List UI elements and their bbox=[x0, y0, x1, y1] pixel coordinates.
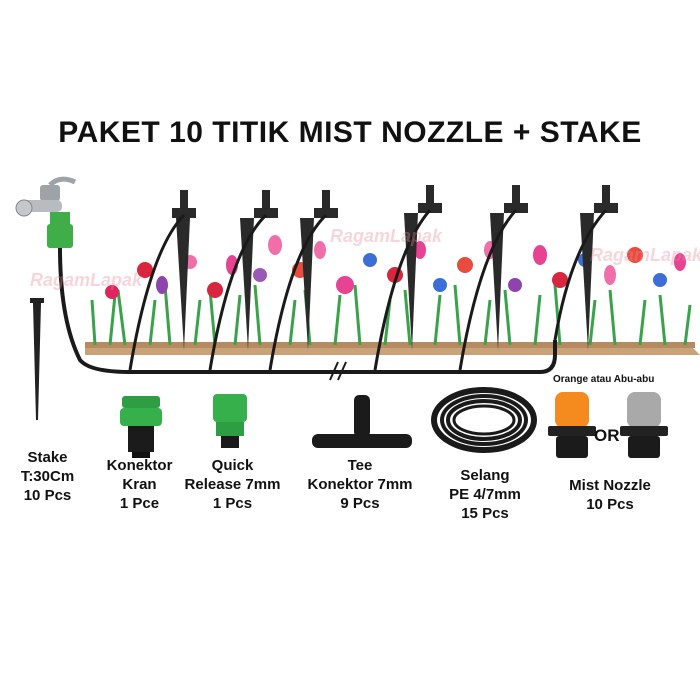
mist-nozzle-gray-icon bbox=[620, 392, 668, 458]
sprinkler-stake bbox=[128, 190, 196, 371]
sprinkler-stake bbox=[373, 185, 442, 371]
quick-release-label: Quick Release 7mm 1 Pcs bbox=[184, 457, 281, 512]
sprinkler-stake bbox=[458, 185, 528, 371]
sprinkler-stakes bbox=[128, 185, 618, 371]
konektor-kran-label: Konektor Kran 1 Pce bbox=[106, 457, 173, 512]
sprinkler-stake bbox=[268, 190, 338, 371]
stake-label: Stake T:30Cm 10 Pcs bbox=[20, 449, 75, 504]
mist-nozzle-orange-icon bbox=[548, 392, 596, 458]
hose-coil-icon bbox=[431, 387, 537, 453]
grass bbox=[90, 284, 692, 346]
sprinkler-stake bbox=[553, 185, 618, 350]
tee-label: Tee Konektor 7mm 9 Pcs bbox=[307, 457, 413, 512]
quick-release-icon bbox=[213, 394, 247, 448]
konektor-kran-icon bbox=[120, 396, 162, 458]
tee-connector-icon bbox=[312, 395, 412, 448]
nozzle-color-note: Orange atau Abu-abu bbox=[553, 374, 655, 385]
selang-label: Selang PE 4/7mm 15 Pcs bbox=[449, 467, 521, 522]
sprinkler-stake bbox=[208, 190, 278, 371]
page-title: PAKET 10 TITIK MIST NOZZLE + STAKE bbox=[58, 116, 642, 149]
watermark: RagamLapak bbox=[330, 226, 443, 246]
stake-icon bbox=[30, 298, 44, 420]
faucet-icon bbox=[15, 176, 77, 248]
watermark: RagamLapak bbox=[590, 245, 700, 265]
hose-break-mark bbox=[329, 361, 339, 381]
or-text: OR bbox=[594, 426, 620, 445]
watermark: RagamLapak bbox=[30, 270, 143, 290]
mist-nozzle-label: Mist Nozzle 10 Pcs bbox=[569, 477, 651, 513]
soil-strip bbox=[85, 342, 695, 348]
main-hose bbox=[58, 247, 557, 374]
